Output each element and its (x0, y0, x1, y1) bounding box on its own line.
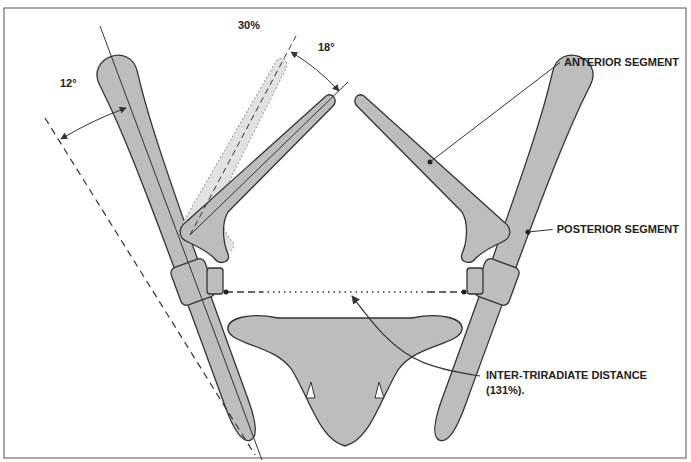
reference-line (190, 36, 296, 235)
anterior-segment (355, 95, 510, 262)
sacrum (228, 316, 462, 446)
axis-line (100, 26, 262, 460)
foramen (375, 382, 384, 398)
axis-line (190, 82, 348, 235)
rotated-segment (137, 57, 336, 264)
reference-line (45, 118, 255, 455)
distance-line (226, 291, 262, 293)
distance-line (428, 291, 464, 293)
ossicle (207, 268, 223, 294)
pointer-arrow (352, 296, 480, 376)
angle-arc (291, 52, 339, 91)
distance-line (262, 291, 428, 292)
part-label: ANTERIOR SEGMENT (564, 55, 679, 70)
part-label: POSTERIOR SEGMENT (557, 222, 679, 237)
measurement-value: 30% (238, 18, 260, 33)
end-dot (462, 290, 467, 295)
leader-line (528, 229, 553, 232)
ossicle (467, 268, 483, 294)
angle-arc (61, 108, 126, 139)
leader-line (430, 62, 560, 162)
anterior-segment (180, 95, 335, 262)
measurement-value: 18° (318, 40, 335, 55)
measurement-value: 12° (60, 76, 77, 91)
foramen (306, 382, 315, 398)
frame (4, 8, 686, 458)
part-label: INTER-TRIRADIATE DISTANCE (131%). (486, 368, 666, 398)
posterior-segment (92, 50, 270, 447)
end-dot (224, 290, 229, 295)
